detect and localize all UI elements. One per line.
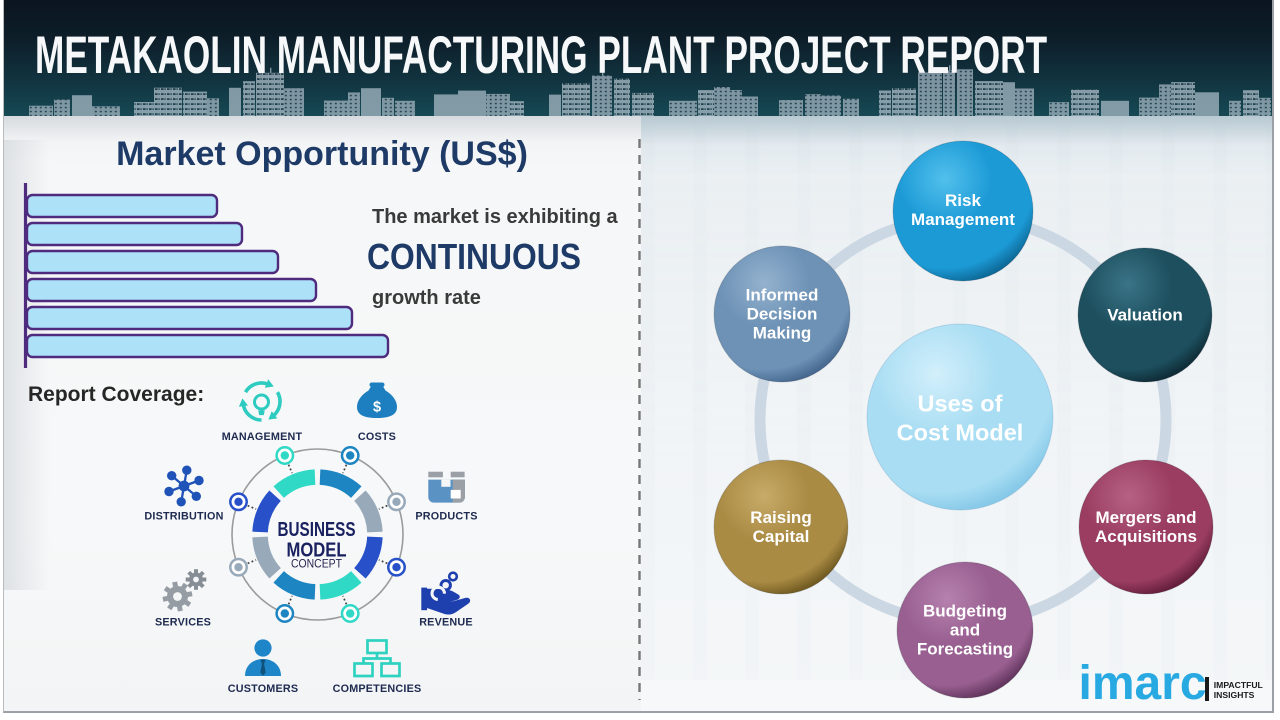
svg-text:COSTS: COSTS xyxy=(358,431,396,443)
svg-text:MODEL: MODEL xyxy=(287,540,347,562)
svg-text:CONCEPT: CONCEPT xyxy=(291,559,342,571)
svg-text:BUSINESS: BUSINESS xyxy=(278,519,356,541)
svg-text:$: $ xyxy=(373,400,381,416)
svg-text:COMPETENCIES: COMPETENCIES xyxy=(333,683,422,695)
svg-text:SERVICES: SERVICES xyxy=(155,617,211,629)
svg-text:MANAGEMENT: MANAGEMENT xyxy=(222,431,303,443)
svg-text:PRODUCTS: PRODUCTS xyxy=(415,511,477,523)
svg-text:DISTRIBUTION: DISTRIBUTION xyxy=(144,511,223,523)
svg-text:CUSTOMERS: CUSTOMERS xyxy=(228,683,299,695)
svg-text:REVENUE: REVENUE xyxy=(419,617,473,629)
